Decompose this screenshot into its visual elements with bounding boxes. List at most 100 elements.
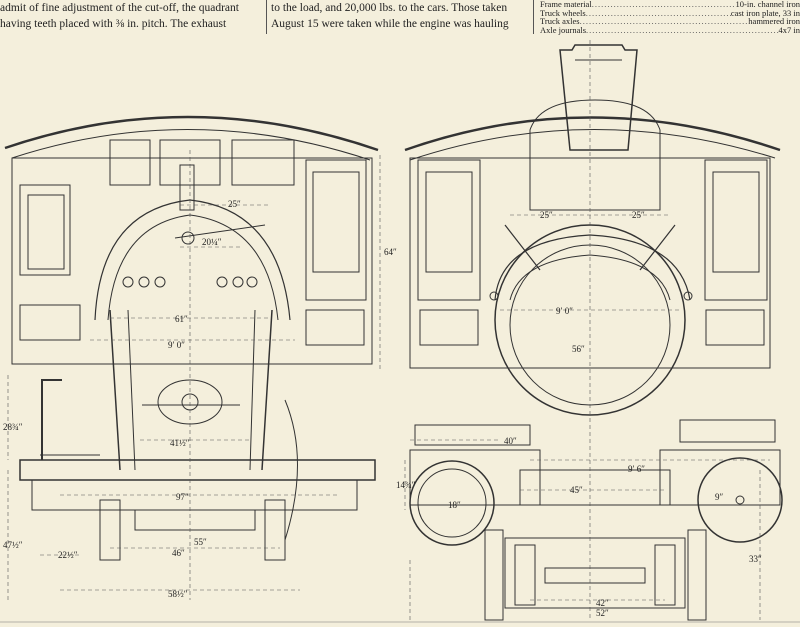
truck-wheel-right — [654, 544, 676, 606]
pilot-wheel-hub — [735, 495, 745, 505]
driving-wheel-left — [484, 529, 504, 621]
spec-label: Truck wheels — [540, 7, 586, 18]
dimension-label: 56″ — [572, 344, 585, 354]
firebox-side-left-inner — [127, 309, 136, 471]
smokebox-top-ring — [494, 234, 691, 301]
front-step-right — [679, 419, 776, 443]
front-buffer-beam — [519, 469, 671, 506]
truck-axle — [544, 567, 646, 584]
spec-row: Truck wheels cast iron plate, 33 in — [540, 7, 800, 18]
front-step-left — [414, 424, 531, 446]
column-divider — [266, 0, 267, 34]
front-window-right-inner — [712, 171, 760, 273]
headlight — [409, 460, 495, 546]
dimension-label: 20¼″ — [202, 237, 222, 247]
cab-window-right-inner — [312, 171, 360, 273]
dimension-label: 28¾″ — [3, 422, 23, 432]
dimension-label: 9′ 0″ — [168, 340, 185, 350]
article-line: admit of fine adjustment of the cut-off,… — [0, 2, 239, 14]
gauge-cock — [216, 276, 228, 288]
dimension-label: 25″ — [540, 210, 553, 220]
cab-upper-panel — [231, 139, 295, 186]
dimension-label: 46″ — [172, 548, 185, 558]
spec-row: Truck axles hammered iron — [540, 17, 800, 26]
cab-panel-left — [19, 304, 81, 341]
front-panel-left — [419, 309, 479, 346]
cab-panel-right — [305, 309, 365, 346]
front-panel-right — [705, 309, 765, 346]
lever-pivot — [181, 231, 195, 245]
cylinder-saddle-right — [659, 449, 781, 506]
dimension-label: 52″ — [596, 608, 609, 618]
spec-label: Truck axles — [540, 16, 580, 26]
cab-window-left — [19, 184, 71, 276]
stay-brace-right — [639, 224, 676, 271]
gauge-cock — [138, 276, 150, 288]
stay-brace-left — [504, 224, 541, 271]
dimension-label: 9″ — [715, 492, 724, 502]
smokestack — [559, 44, 638, 151]
dimension-label: 61″ — [175, 314, 188, 324]
cab-back-wall — [11, 157, 373, 365]
brace-bolt — [489, 291, 499, 301]
front-smokebox-elevation: 25″ 25″ 9′ 0″ 56″ 9′ 6″ 45″ 40″ 14¾″ 18″… — [396, 40, 783, 621]
article-line: having teeth placed with ⅜ in. pitch. Th… — [0, 18, 227, 30]
wheel-profile — [284, 399, 298, 541]
article-column-1: admit of fine adjustment of the cut-off,… — [0, 0, 262, 32]
dimension-label: 45″ — [570, 485, 583, 495]
article-line: to the load, and 20,000 lbs. to the cars… — [271, 2, 508, 14]
rear-buffer-beam — [19, 459, 376, 481]
spec-label: Axle journals — [540, 24, 587, 35]
rear-truck-bolster — [134, 509, 256, 531]
firebox-side-left — [109, 309, 121, 471]
dimension-label: 9′ 6″ — [628, 464, 645, 474]
spec-value: 4x7 in — [778, 24, 800, 35]
column-divider — [533, 0, 534, 34]
dimension-label: 47½″ — [3, 540, 23, 550]
wheel-right — [264, 499, 286, 561]
dimension-label: 14¾″ — [396, 480, 416, 490]
dimension-label: 64″ — [384, 247, 397, 257]
dimension-label: 25″ — [632, 210, 645, 220]
dimension-label: 58½″ — [168, 589, 188, 599]
dimension-label: 33″ — [749, 554, 762, 564]
firebox-side-right-inner — [249, 309, 256, 471]
dimension-label: 41½″ — [170, 438, 190, 448]
dimension-label: 42″ — [596, 598, 609, 608]
dimension-label: 97″ — [176, 492, 189, 502]
article-column-2: to the load, and 20,000 lbs. to the cars… — [271, 0, 529, 32]
front-window-left — [417, 159, 481, 301]
wheel-left — [99, 499, 121, 561]
front-cab-wall — [409, 157, 771, 369]
front-window-left-inner — [425, 171, 473, 273]
spec-value: 10-in. channel iron — [735, 0, 800, 9]
brace-bolt — [683, 291, 693, 301]
spec-label: Frame material — [540, 0, 592, 9]
cylinder-saddle-left — [409, 449, 541, 506]
rear-dimension-lines — [7, 150, 381, 600]
article-line: August 15 were taken while the engine wa… — [271, 18, 509, 30]
gauge-cock — [154, 276, 166, 288]
dimension-label: 9′ 0″ — [556, 306, 573, 316]
specification-table: Frame material 10-in. channel iron Truck… — [540, 0, 800, 34]
cab-upper-panel — [109, 139, 151, 186]
grab-handle — [41, 379, 62, 460]
spec-row: Frame material 10-in. channel iron — [540, 0, 800, 9]
cab-window-left-inner — [27, 194, 65, 270]
front-cab-roof — [404, 116, 781, 152]
headlight-lens — [417, 468, 487, 538]
cab-roof-inner — [11, 129, 371, 161]
front-cab-roof-inner — [409, 129, 776, 161]
spec-value: cast iron plate, 33 in — [730, 7, 800, 18]
front-window-right — [704, 159, 768, 301]
truck-wheel-left — [514, 544, 536, 606]
steam-dome — [529, 99, 661, 211]
cab-roof — [4, 115, 379, 152]
pilot-wheel — [697, 457, 783, 543]
leading-truck-frame — [504, 537, 686, 609]
dimension-label: 55″ — [194, 537, 207, 547]
rear-cab-elevation: 25″ 20¼″ 61″ 9′ 0″ 41½″ 97″ 55″ 46″ 58½″… — [3, 115, 397, 600]
front-dimension-lines — [404, 40, 770, 620]
smokebox-door-band — [509, 254, 671, 301]
